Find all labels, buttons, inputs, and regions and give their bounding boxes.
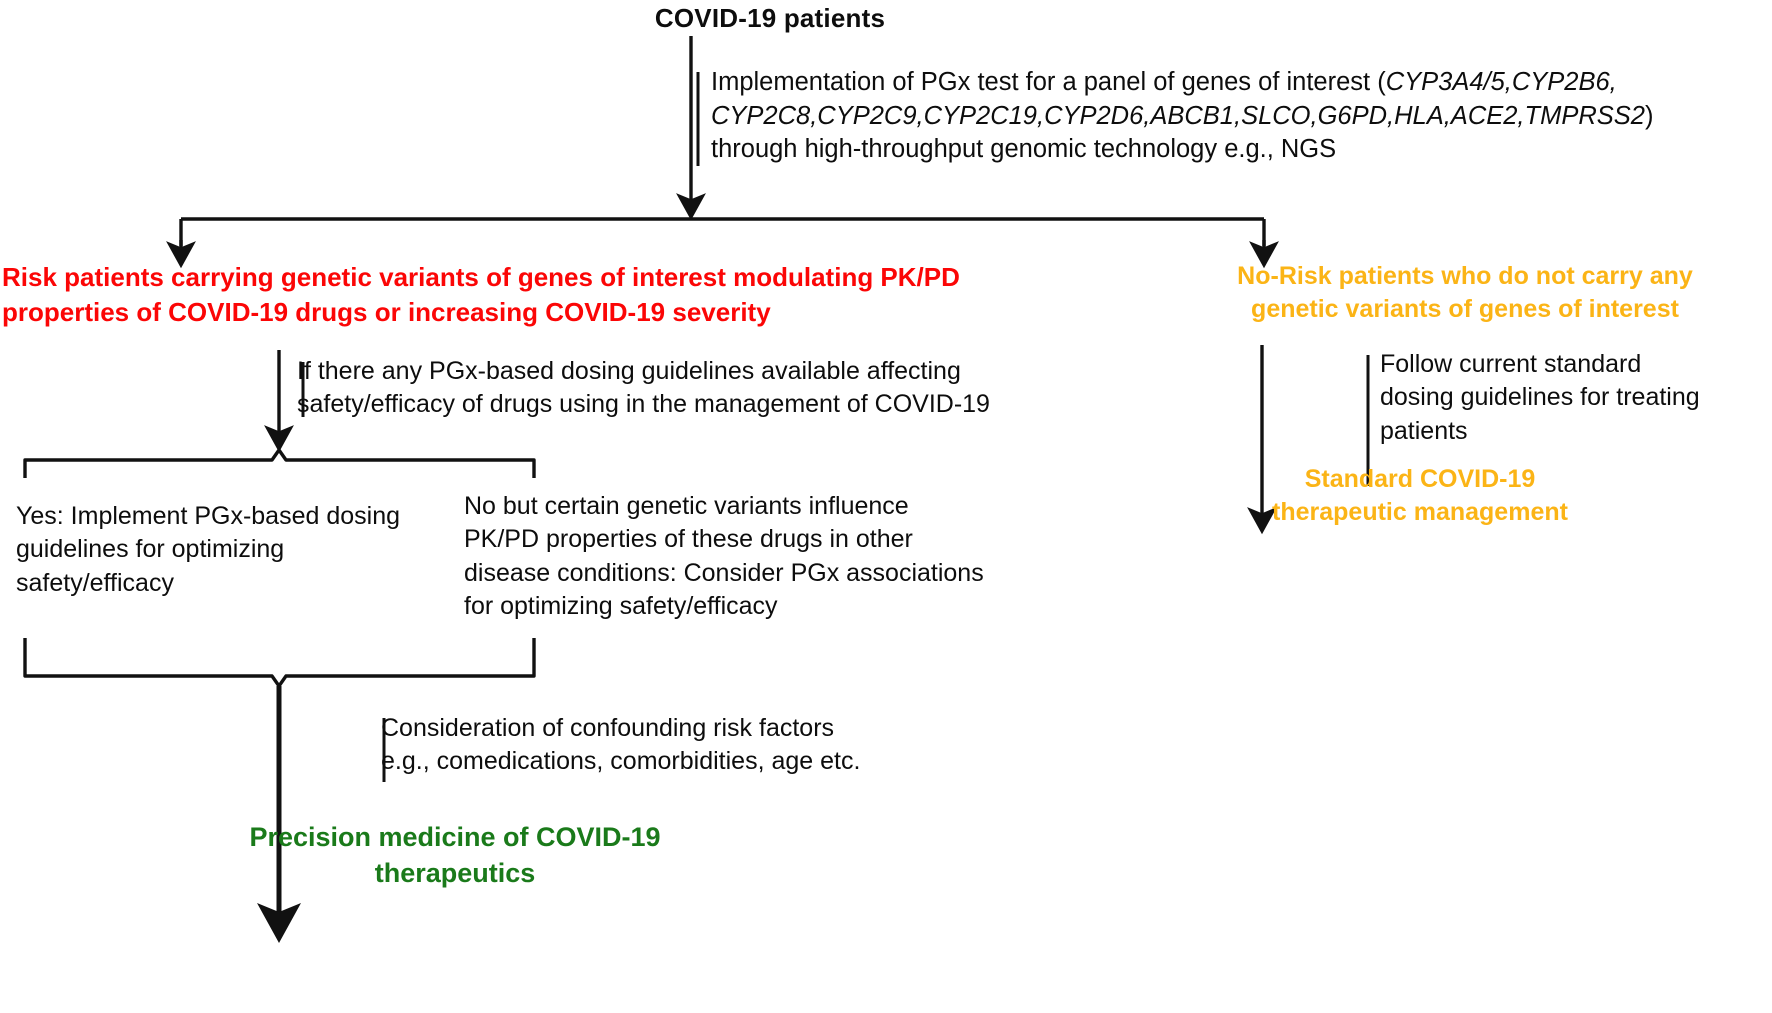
- node-no-risk-patients-branch: No-Risk patients who do not carry any ge…: [1237, 262, 1693, 324]
- node-confounding-risk-factors-annotation: Consideration of confounding risk factor…: [381, 714, 861, 776]
- node-standard-covid19-management: Standard COVID-19 therapeutic management: [1272, 465, 1568, 527]
- decision-merge-brace: [23, 638, 536, 688]
- pgx-line3: through high-throughput genomic technolo…: [711, 135, 1337, 164]
- node-final-precision-medicine: Precision medicine of COVID-19 therapeut…: [249, 822, 661, 888]
- node-follow-standard-annotation: Follow current standard dosing guideline…: [1380, 350, 1700, 445]
- pgx-line-suffix: ): [1644, 101, 1654, 130]
- node-risk-patients-branch: Risk patients carrying genetic variants …: [2, 262, 960, 327]
- node-root-covid19-patients: COVID-19 patients: [654, 3, 886, 33]
- node-pgx-panel-annotation: Implementation of PGx test for a panel o…: [711, 66, 1766, 167]
- node-answer-no: No but certain genetic variants influenc…: [464, 492, 984, 620]
- pgx-gene-list: CYP3A4/5,CYP2B6, CYP2C8,CYP2C9,CYP2C19,C…: [711, 68, 1645, 130]
- node-answer-yes: Yes: Implement PGx-based dosing guidelin…: [16, 502, 401, 597]
- decision-split-brace: [23, 448, 536, 478]
- pgx-line1-prefix: Implementation of PGx test for a panel o…: [711, 68, 1386, 96]
- node-guideline-question-annotation: If there any PGx-based dosing guidelines…: [297, 357, 990, 419]
